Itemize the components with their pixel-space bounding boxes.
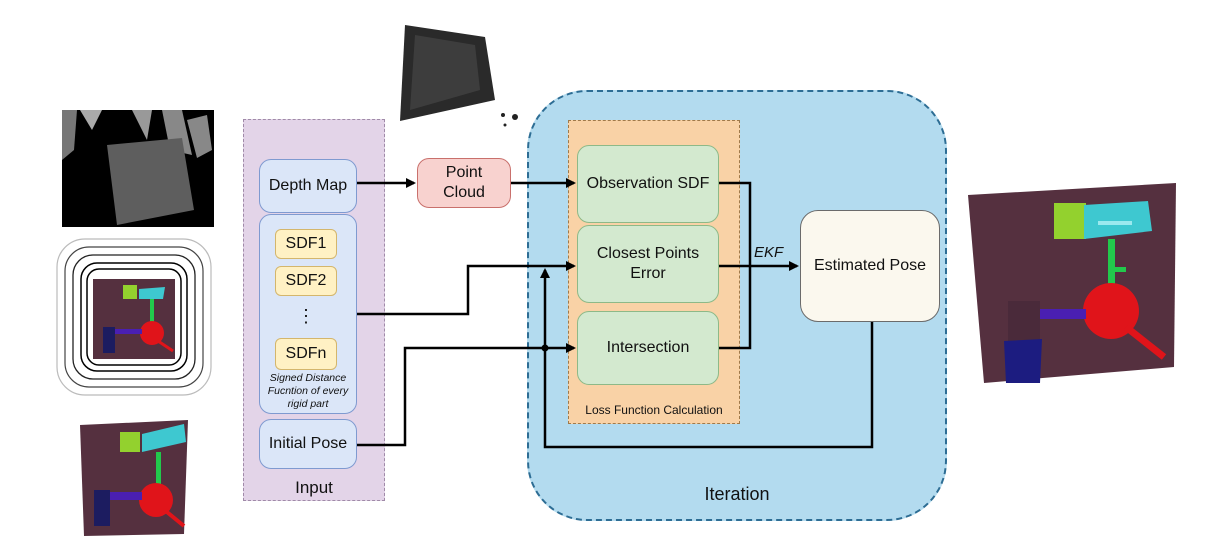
observation-sdf-box: Observation SDF xyxy=(577,145,719,223)
iteration-label: Iteration xyxy=(704,484,770,504)
input-label: Input xyxy=(295,478,333,497)
initial-pose-box: Initial Pose xyxy=(259,419,357,469)
render-image-small xyxy=(80,420,188,536)
junction-dot xyxy=(541,344,549,352)
sdf-ellipsis: ⋮ xyxy=(297,305,315,326)
point-cloud-box: Point Cloud xyxy=(417,158,511,208)
point-cloud-image xyxy=(400,25,518,127)
intersection-box: Intersection xyxy=(577,311,719,385)
loss-function-label: Loss Function Calculation xyxy=(585,403,723,417)
rendered-object-image xyxy=(56,238,212,396)
sdfn-box: SDFn xyxy=(275,338,337,370)
arrow-feedback-loop xyxy=(540,268,874,449)
sdf-caption: Signed Distance Fucntion of every rigid … xyxy=(267,372,349,411)
sdf2-box: SDF2 xyxy=(275,266,337,296)
estimated-pose-box: Estimated Pose xyxy=(800,210,940,322)
arrow-sdf-to-closest xyxy=(357,261,576,316)
sdf1-box: SDF1 xyxy=(275,229,337,259)
depth-map-box: Depth Map xyxy=(259,159,357,213)
arrow-initialpose-to-intersection xyxy=(357,343,576,447)
estimated-render-image xyxy=(968,183,1176,383)
ekf-label: EKF xyxy=(754,244,784,261)
closest-points-error-box: Closest Points Error xyxy=(577,225,719,303)
depth-map-image xyxy=(62,110,214,227)
